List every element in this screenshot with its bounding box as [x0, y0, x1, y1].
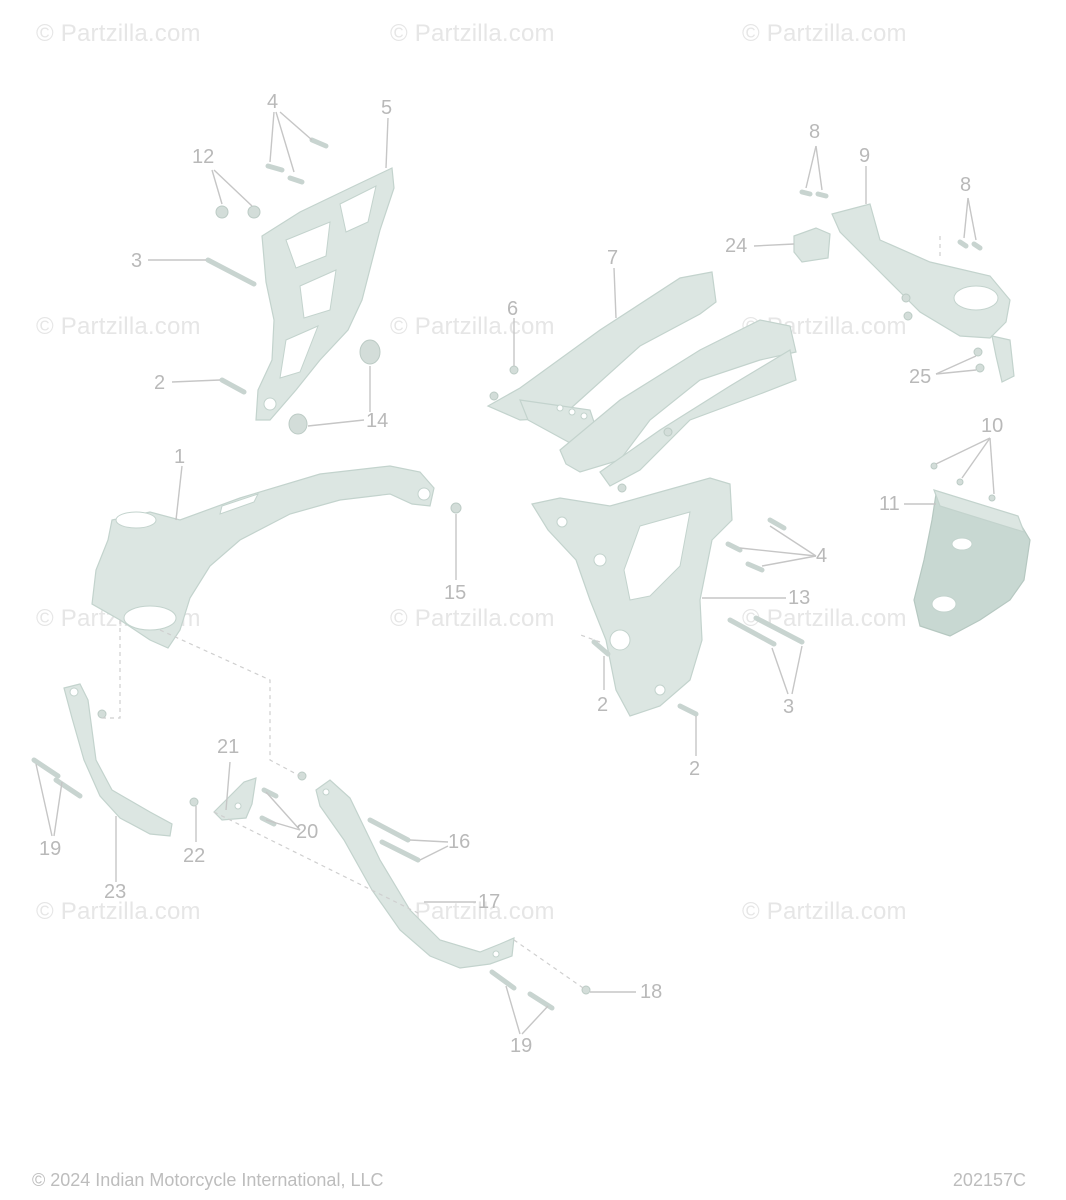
part-1-main-frame	[91, 465, 435, 649]
callout-2: 2	[154, 372, 166, 394]
part-5-side-plate	[255, 167, 395, 421]
callout-6: 6	[507, 298, 519, 320]
callout-1: 1	[174, 446, 186, 468]
part-24-bracket	[793, 227, 831, 263]
leader-lines	[35, 111, 995, 1035]
callout-11: 11	[879, 493, 900, 515]
callout-12: 12	[192, 146, 215, 168]
callout-14: 14	[366, 410, 389, 432]
part-17-lower-rail	[315, 779, 515, 969]
hardware	[31, 137, 996, 1011]
callout-16: 16	[448, 831, 471, 853]
callout-3: 3	[131, 250, 143, 272]
part-11-rear-housing	[913, 489, 1031, 637]
callout-23: 23	[104, 881, 127, 903]
assembly-dash-lines	[102, 236, 941, 991]
callout-13: 13	[788, 587, 811, 609]
part-9-seat-bracket	[831, 203, 1015, 383]
callout-20: 20	[296, 821, 319, 843]
callout-4: 4	[816, 545, 828, 567]
watermark: © Partzilla.com	[742, 898, 907, 925]
callout-10: 10	[981, 415, 1004, 437]
part-21-triangle-bracket	[213, 777, 257, 821]
callout-2: 2	[597, 694, 609, 716]
callout-8: 8	[960, 174, 972, 196]
callout-8: 8	[809, 121, 821, 143]
watermark: © Partzilla.com	[36, 20, 201, 47]
callout-4: 4	[267, 91, 279, 113]
callout-18: 18	[640, 981, 663, 1003]
callout-25: 25	[909, 366, 932, 388]
callout-9: 9	[859, 145, 871, 167]
watermark: © Partzilla.com	[36, 898, 201, 925]
part-13-rear-plate	[531, 477, 733, 717]
watermark: © Partzilla.com	[390, 605, 555, 632]
callout-19: 19	[510, 1035, 533, 1057]
callout-19: 19	[39, 838, 62, 860]
callout-22: 22	[183, 845, 206, 867]
diagram-id: 202157C	[952, 1170, 1026, 1190]
callout-7: 7	[607, 247, 619, 269]
watermark: © Partzilla.com	[742, 20, 907, 47]
callout-15: 15	[444, 582, 467, 604]
callout-2: 2	[689, 758, 701, 780]
callout-24: 24	[725, 235, 748, 257]
watermark: © Partzilla.com	[390, 313, 555, 340]
watermark: © Partzilla.com	[390, 20, 555, 47]
copyright-text: © 2024 Indian Motorcycle International, …	[32, 1170, 384, 1190]
callout-3: 3	[783, 696, 795, 718]
callout-5: 5	[381, 97, 393, 119]
part-7-cross-frame	[486, 271, 797, 487]
callout-21: 21	[217, 736, 240, 758]
watermark: © Partzilla.com	[36, 313, 201, 340]
callout-17: 17	[478, 891, 501, 913]
part-23-lower-bracket	[63, 683, 173, 837]
